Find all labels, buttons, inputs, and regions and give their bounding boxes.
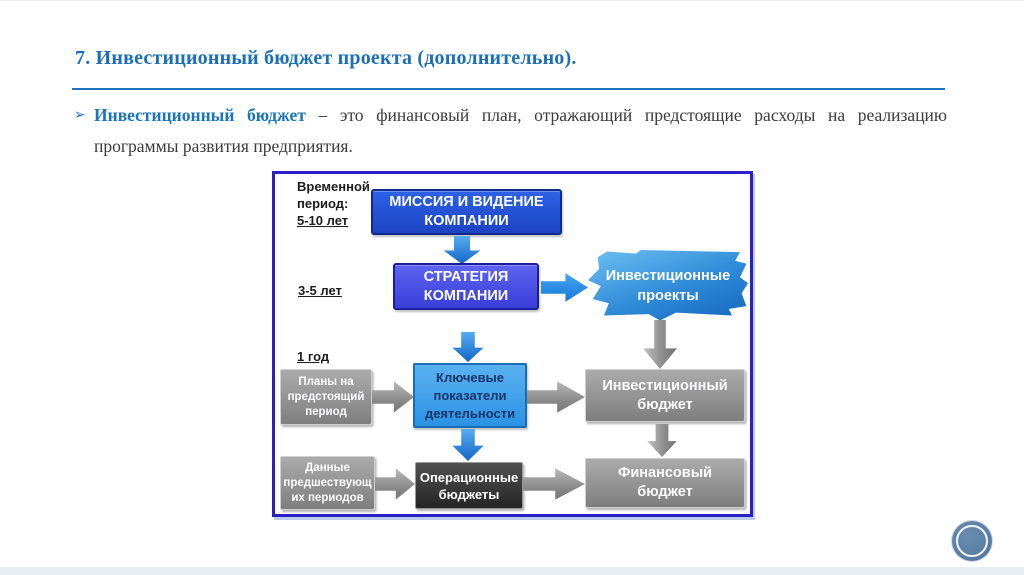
arrow-down-projects-to-budget-icon (643, 320, 677, 369)
arrow-down-strategy-to-kpi-icon (452, 332, 484, 362)
node-investment-projects: Инвестиционные проекты (588, 250, 748, 321)
arrow-down-kpi-to-operational-icon (452, 429, 484, 461)
arrow-right-plans-to-kpi-icon (372, 381, 414, 413)
definition-text: Инвестиционный бюджет – это финансовый п… (75, 100, 947, 162)
node-mission-vision: МИССИЯ И ВИДЕНИЕ КОМПАНИИ (371, 189, 562, 235)
label-3-5-years: 3-5 лет (298, 283, 342, 298)
definition-term: Инвестиционный бюджет (94, 105, 306, 125)
arrow-right-strategy-to-projects-icon (541, 273, 588, 302)
node-investment-budget: Инвестиционный бюджет (585, 369, 745, 422)
arrow-down-mission-to-strategy-icon (443, 236, 481, 264)
definition-rest: – это финансовый план, отражающий предст… (94, 105, 947, 156)
node-kpi: Ключевые показатели деятельности (413, 363, 527, 428)
label-1-year: 1 год (297, 349, 330, 364)
node-previous-data: Данные предшествующ их периодов (280, 456, 375, 510)
arrow-right-kpi-to-invest-budget-icon (527, 381, 585, 413)
label-time-period-text: Временной период: (297, 179, 370, 211)
bullet-arrow-icon: ➢ (74, 108, 86, 123)
node-strategy: СТРАТЕГИЯ КОМПАНИИ (393, 263, 539, 310)
budget-flow-diagram: Временной период: 5-10 лет 3-5 лет 1 год… (272, 171, 753, 517)
arrow-right-data-to-operational-icon (375, 468, 415, 500)
logo-badge (952, 521, 992, 561)
title-underline (72, 88, 945, 90)
node-operational-budgets: Операционные бюджеты (415, 462, 523, 509)
definition-paragraph: ➢ Инвестиционный бюджет – это финансовый… (74, 100, 947, 162)
node-financial-budget: Финансовый бюджет (585, 458, 745, 508)
node-plans: Планы на предстоящий период (280, 369, 372, 425)
label-time-period: Временной период: 5-10 лет (297, 178, 375, 229)
page-title: 7. Инвестиционный бюджет проекта (дополн… (75, 47, 577, 69)
arrow-down-invest-to-financial-icon (647, 424, 677, 457)
label-5-10-years: 5-10 лет (297, 213, 349, 228)
arrow-right-operational-to-financial-icon (523, 468, 585, 500)
footer-strip (0, 567, 1024, 575)
logo-ring-icon (956, 525, 988, 557)
